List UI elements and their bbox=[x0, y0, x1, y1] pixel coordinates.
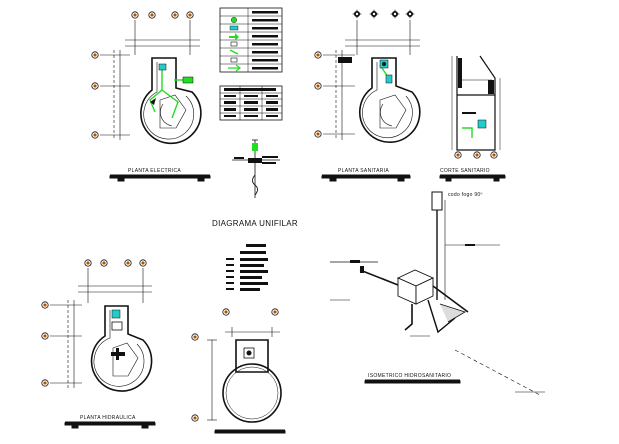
unifilar-symbol bbox=[232, 139, 280, 198]
planta-electrica-drawing bbox=[91, 11, 211, 182]
label-codo: codo fogo 90º bbox=[448, 192, 483, 198]
unifilar-list bbox=[226, 244, 268, 291]
axis-stars-top bbox=[352, 9, 415, 19]
axis-markers-left bbox=[91, 51, 99, 139]
planta-hidraulica-drawing bbox=[41, 259, 156, 429]
axis-markers-left bbox=[41, 301, 49, 387]
axis-markers-top bbox=[84, 259, 147, 267]
tank-plan-drawing bbox=[191, 308, 286, 434]
title-corte-sanitario: CORTE SANITARIO bbox=[440, 168, 490, 174]
legend-table-electrical bbox=[219, 7, 283, 73]
title-diagrama-unifilar: DIAGRAMA UNIFILAR bbox=[212, 219, 299, 228]
legend-table-hydraulic bbox=[219, 85, 283, 121]
corte-sanitario-drawing bbox=[439, 55, 506, 182]
title-planta-electrica: PLANTA ELECTRICA bbox=[128, 168, 182, 174]
title-planta-sanitaria: PLANTA SANITARIA bbox=[338, 168, 390, 174]
title-isometrico: ISOMETRICO HIDROSANITARIO bbox=[368, 373, 452, 379]
isometric-drawing bbox=[330, 191, 545, 396]
axis-markers-bottom bbox=[454, 151, 498, 159]
title-planta-hidraulica: PLANTA HIDRAULICA bbox=[80, 415, 136, 421]
axis-markers-top bbox=[131, 11, 194, 19]
axis-markers-left bbox=[314, 51, 322, 138]
planta-sanitaria-drawing bbox=[314, 9, 421, 182]
